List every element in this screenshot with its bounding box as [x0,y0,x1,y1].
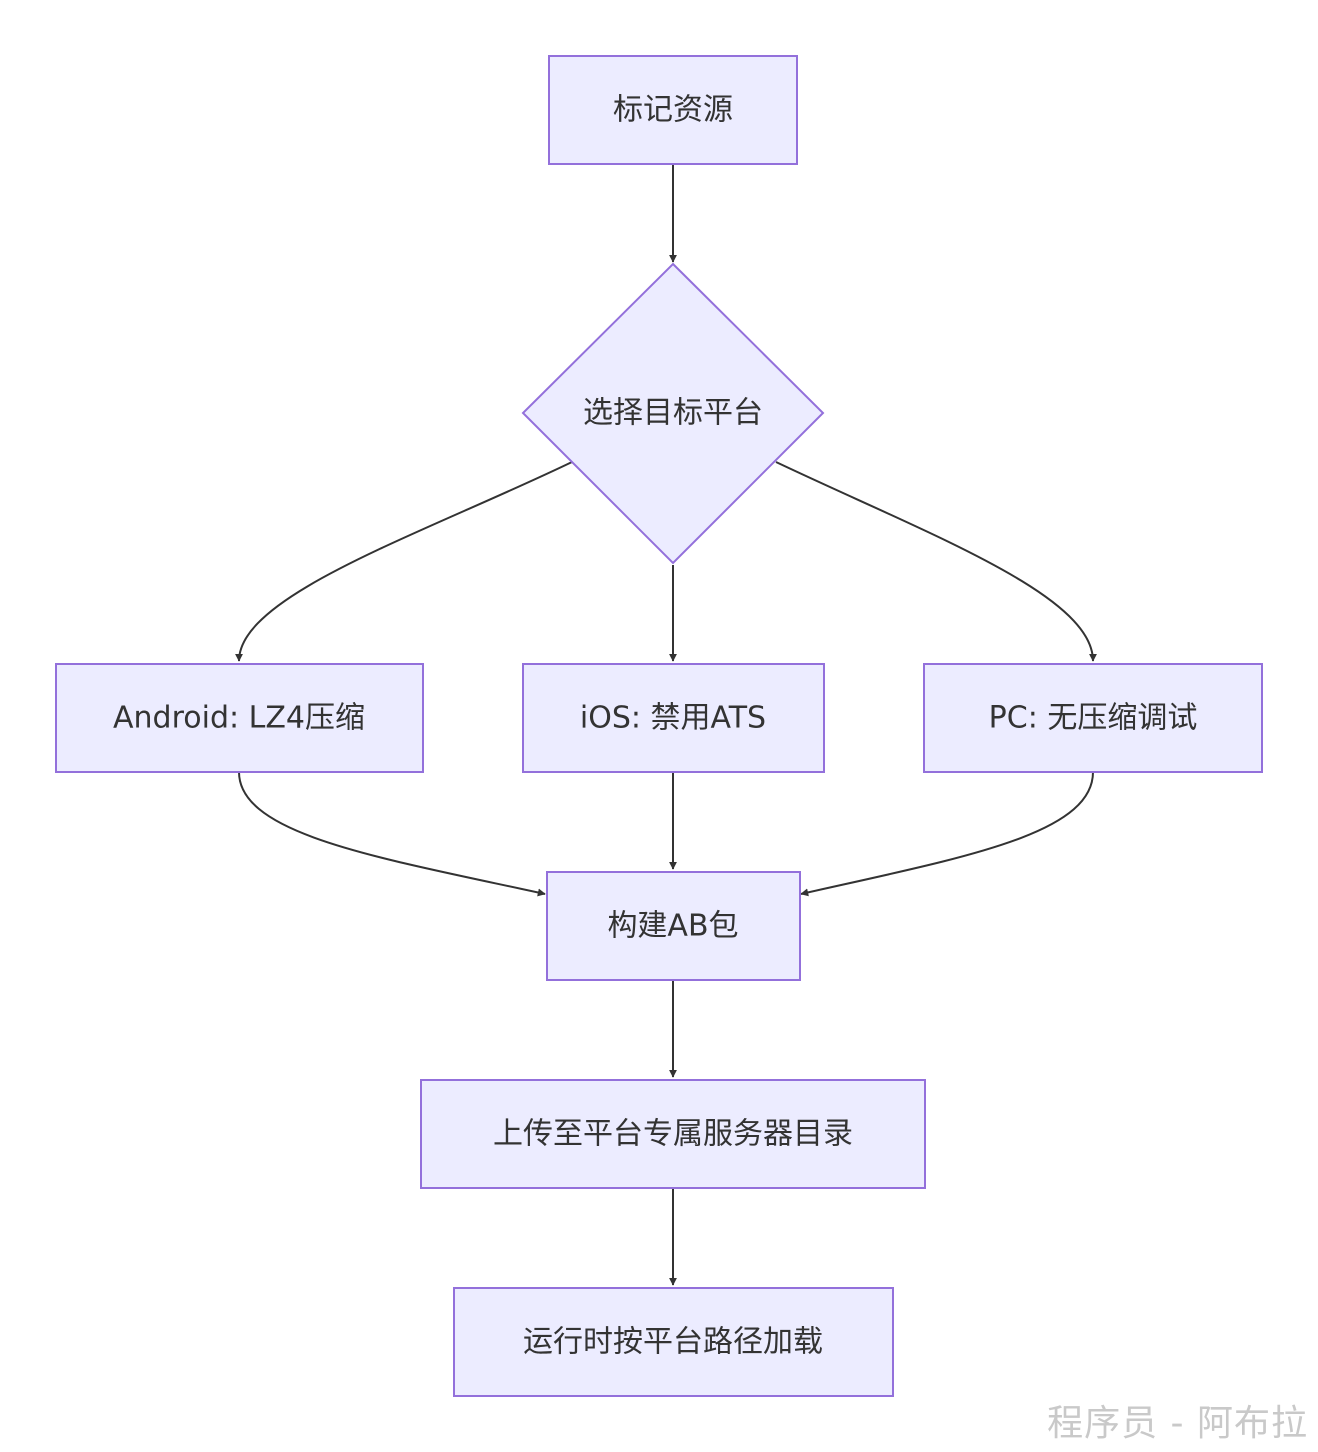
node-upload-label: 上传至平台专属服务器目录 [493,1117,853,1152]
node-pc: PC: 无压缩调试 [923,663,1263,773]
node-ios: iOS: 禁用ATS [522,663,825,773]
node-mark-assets-label: 标记资源 [613,93,733,128]
node-choose-platform: 选择目标平台 [521,262,825,565]
node-android-label: Android: LZ4压缩 [113,701,365,736]
edge-android-to-build-ab [238,771,546,897]
node-pc-label: PC: 无压缩调试 [989,701,1198,736]
node-android: Android: LZ4压缩 [55,663,424,773]
node-upload: 上传至平台专属服务器目录 [420,1079,926,1189]
node-choose-platform-label: 选择目标平台 [583,396,763,431]
edge-choose-platform-to-pc [775,461,1097,662]
node-runtime-load: 运行时按平台路径加载 [453,1287,894,1397]
node-ios-label: iOS: 禁用ATS [580,701,766,736]
node-runtime-load-label: 运行时按平台路径加载 [523,1325,823,1360]
edges [235,165,1097,1286]
edge-choose-platform-to-android [235,461,573,662]
watermark: 程序员 - 阿布拉 [1047,1403,1308,1444]
node-mark-assets: 标记资源 [548,55,798,165]
edge-pc-to-build-ab [800,771,1094,897]
node-build-ab: 构建AB包 [546,871,801,981]
node-build-ab-label: 构建AB包 [607,909,738,944]
